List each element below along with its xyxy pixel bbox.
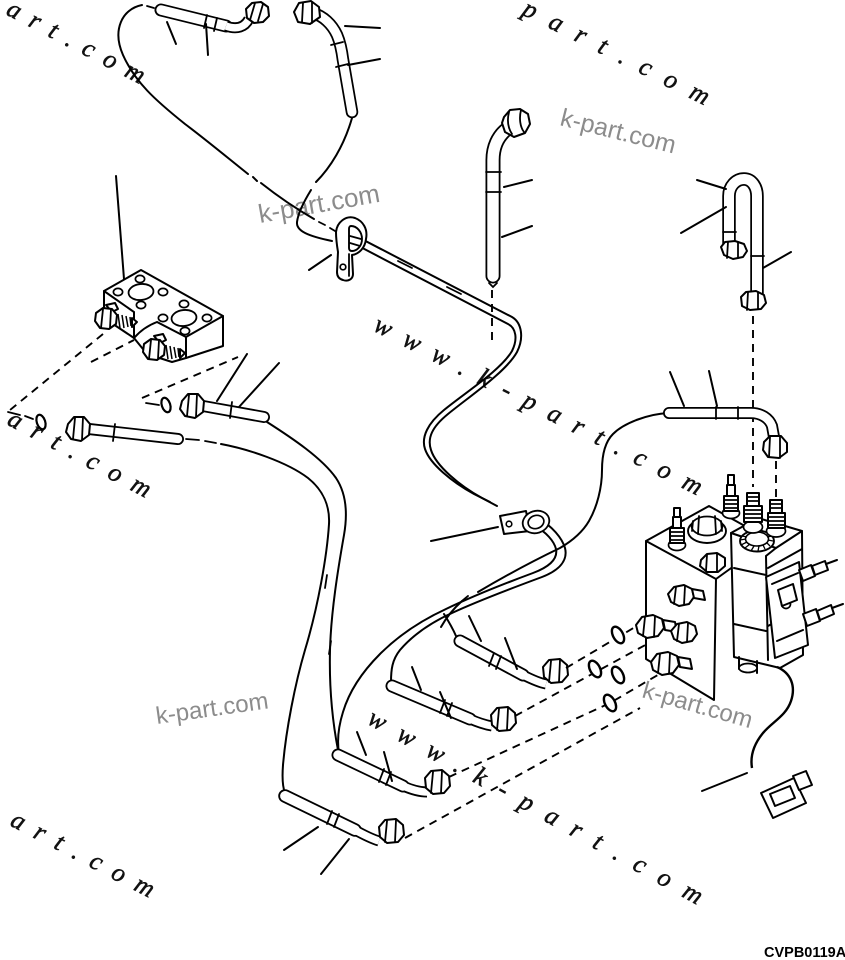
svg-text:CVPB0119A: CVPB0119A <box>764 945 845 960</box>
